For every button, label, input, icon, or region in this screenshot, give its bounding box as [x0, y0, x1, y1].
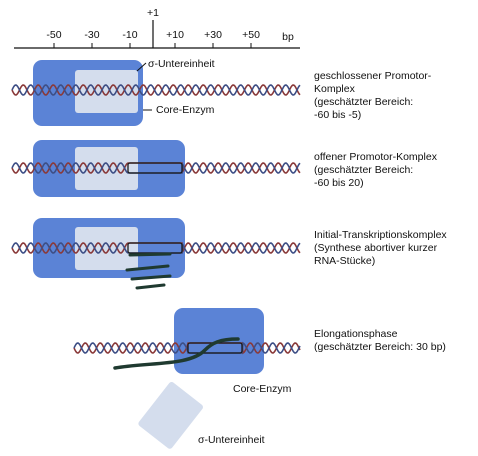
core-enzyme-label-elongation: Core-Enzym [233, 383, 292, 395]
dna-helix [11, 84, 301, 96]
axis-unit-label: bp [282, 31, 294, 43]
axis-tick-label: +30 [204, 29, 222, 41]
axis-tick-label: +10 [166, 29, 184, 41]
caption-line: (geschätzter Bereich: [314, 164, 414, 176]
caption-line: Elongationsphase [314, 328, 398, 340]
caption-line: RNA-Stücke) [314, 255, 376, 267]
dna-helix [11, 162, 301, 174]
caption-line: Initial-Transkriptionskomplex [314, 229, 447, 241]
released-sigma-subunit: σ-Untereinheit [138, 382, 265, 449]
axis-tick-label: -30 [84, 29, 99, 41]
elongation-complex: Core-Enzym [73, 308, 301, 395]
caption-line: geschlossener Promotor- [314, 70, 432, 82]
dna-strand-coding [11, 84, 301, 96]
sigma-subunit-label: σ-Untereinheit [148, 58, 215, 70]
caption-line: -60 bis 20) [314, 177, 364, 189]
caption-line: -60 bis -5) [314, 109, 362, 121]
bp-axis: +1 bp -50 -30 -10 +10 +30 +50 [14, 7, 300, 49]
caption-line: (geschätzter Bereich: [314, 96, 414, 108]
sigma-subunit-label-released: σ-Untereinheit [198, 434, 265, 446]
caption-line: (geschätzter Bereich: 30 bp) [314, 341, 446, 353]
dna-helix [73, 341, 301, 355]
axis-tick-label: +50 [242, 29, 260, 41]
caption-open-complex: offener Promotor-Komplex (geschätzter Be… [314, 151, 437, 190]
caption-line: Komplex [314, 83, 355, 95]
caption-line: (Synthese abortiver kurzer [314, 242, 438, 254]
sigma-subunit [138, 382, 203, 449]
closed-promoter-complex: σ-Untereinheit Core-Enzym [11, 58, 301, 126]
sigma-pointer [136, 62, 147, 72]
axis-tick-label: -50 [46, 29, 61, 41]
sigma-subunit [75, 227, 138, 270]
dna-strand-coding [73, 341, 301, 354]
sigma-subunit [75, 70, 138, 113]
abortive-rna-fragments [125, 252, 172, 290]
transcription-bubble [127, 162, 183, 174]
caption-closed-complex: geschlossener Promotor- Komplex (geschät… [314, 70, 431, 122]
caption-elongation: Elongationsphase (geschätzter Bereich: 3… [314, 328, 446, 354]
axis-plus-one-label: +1 [147, 7, 159, 19]
initial-transcription-complex [11, 218, 301, 290]
rna-transcript [113, 337, 240, 370]
axis-tick-label: -10 [122, 29, 137, 41]
caption-initial-transcription: Initial-Transkriptionskomplex (Synthese … [314, 229, 447, 268]
caption-line: offener Promotor-Komplex [314, 151, 437, 163]
open-promoter-complex [11, 140, 301, 197]
sigma-subunit [75, 147, 138, 190]
core-enzyme-label: Core-Enzym [156, 104, 215, 116]
